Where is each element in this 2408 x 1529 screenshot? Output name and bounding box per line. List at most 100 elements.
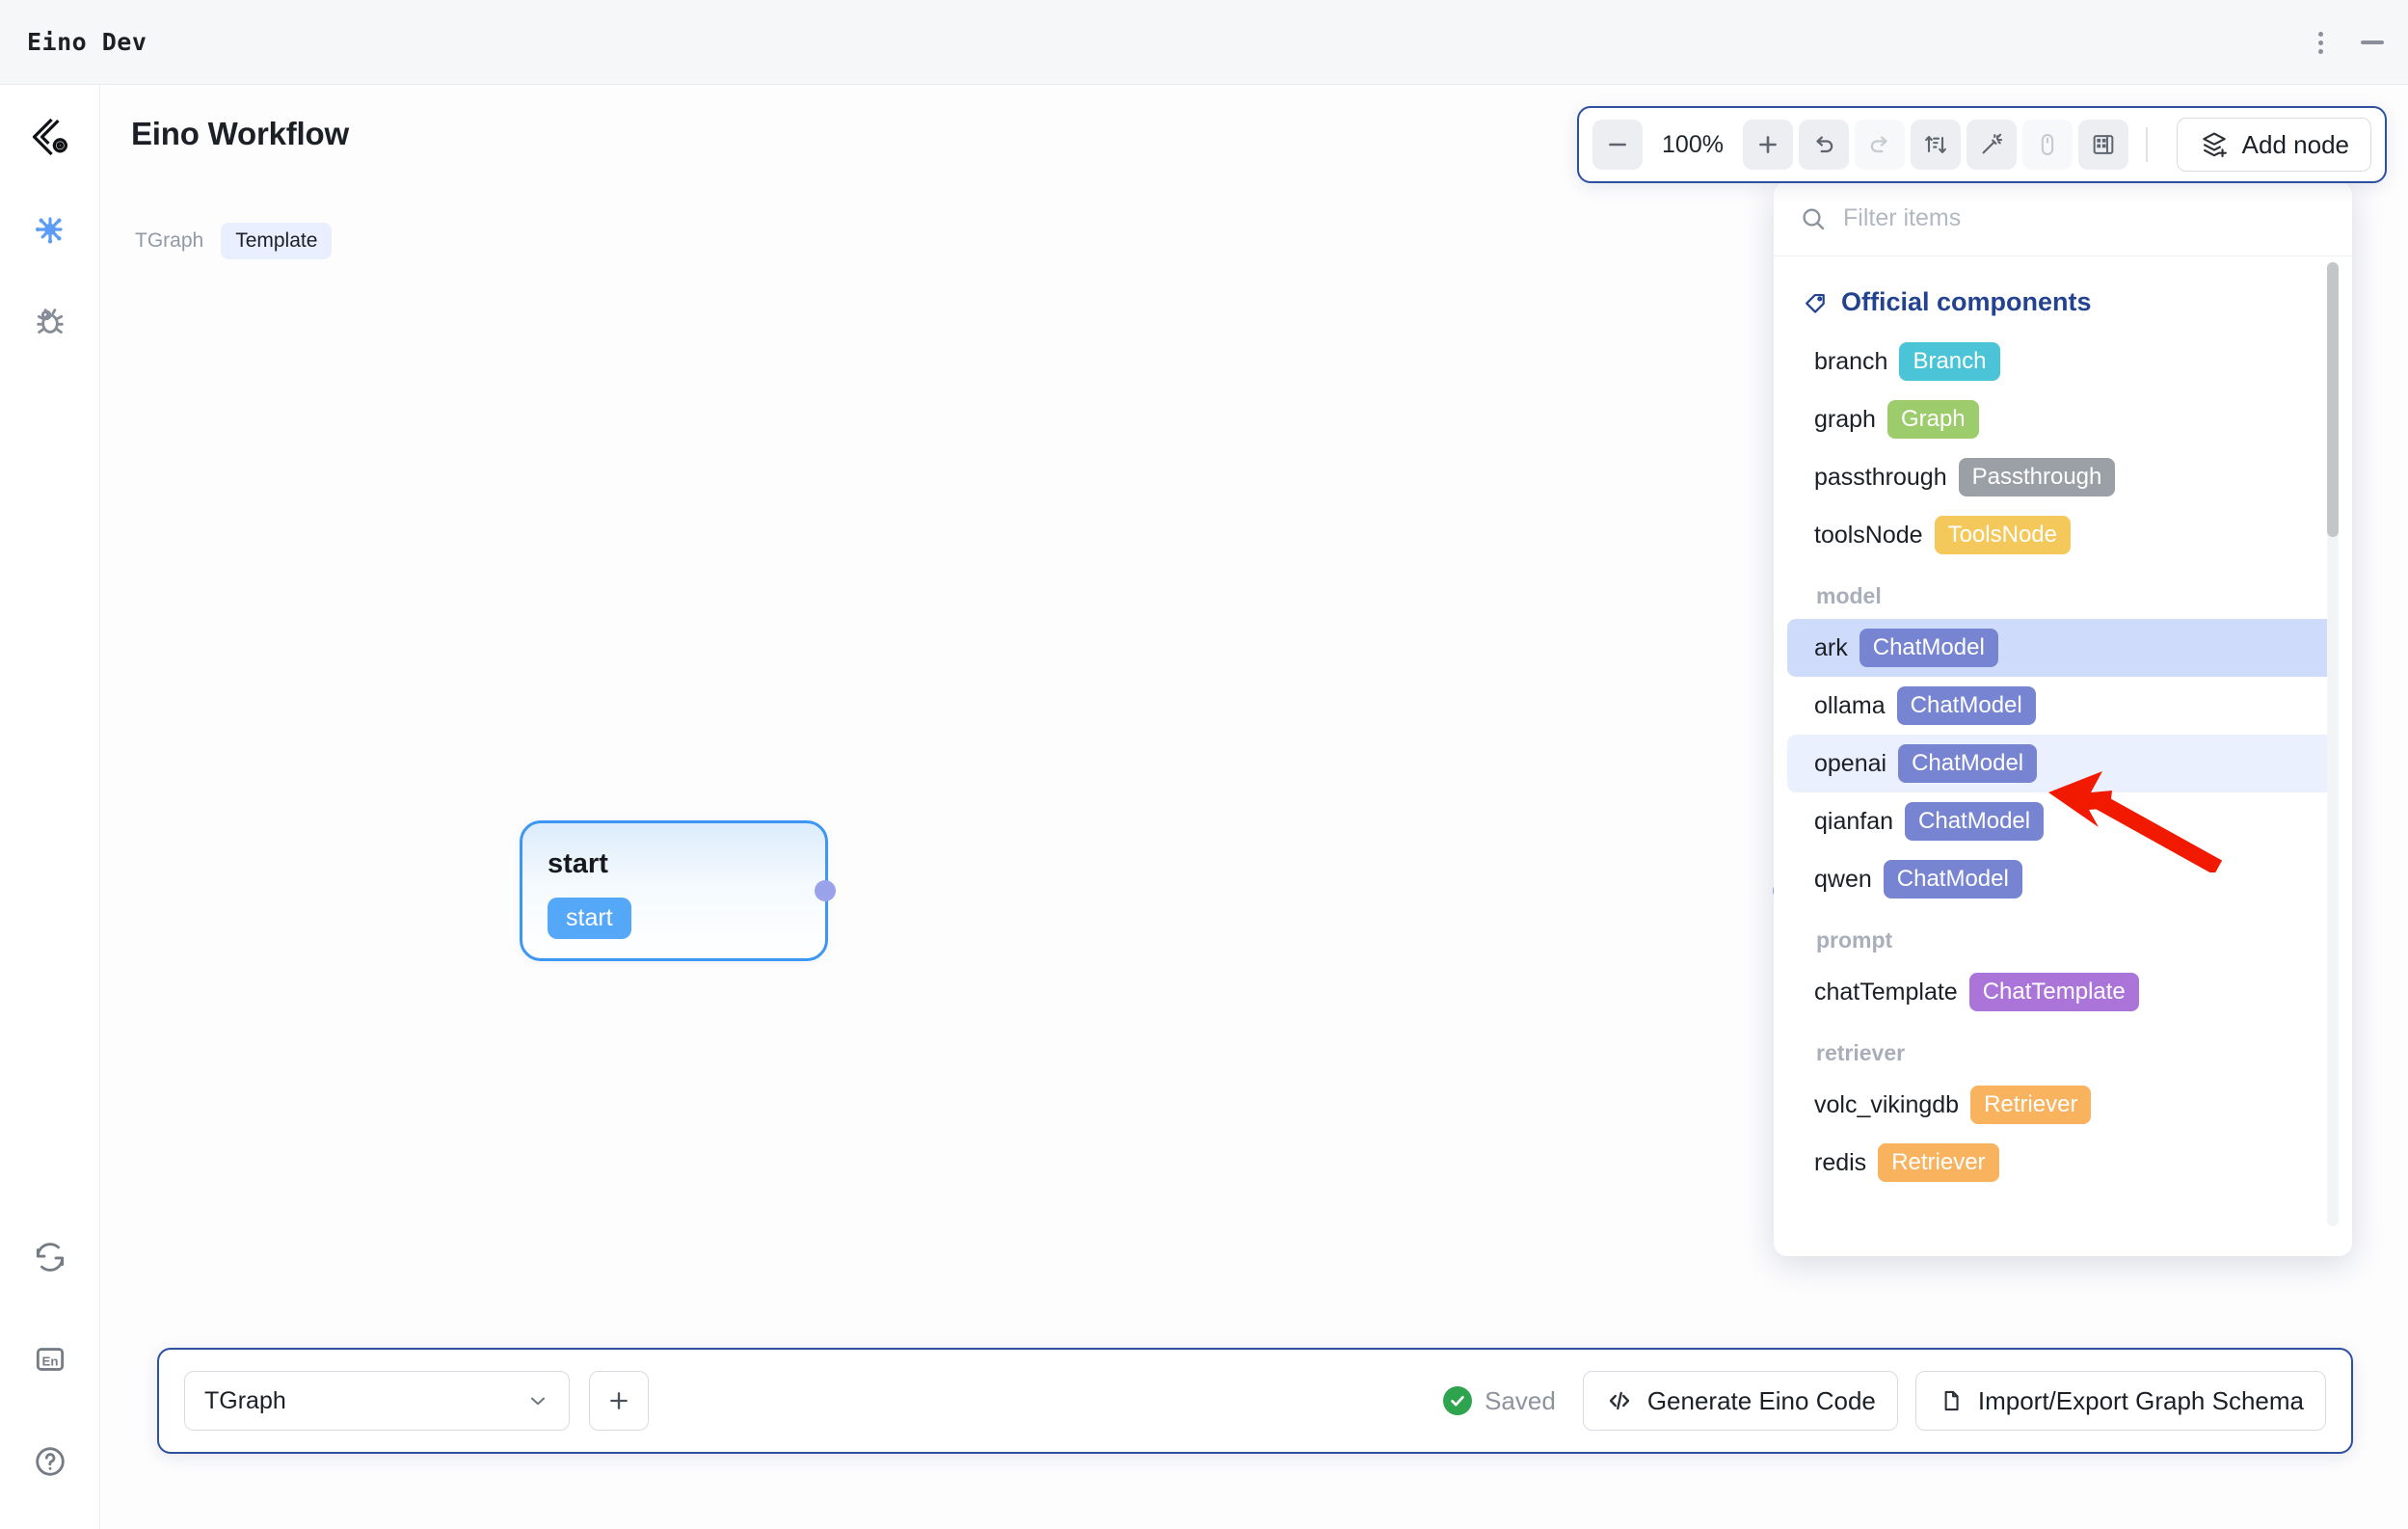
import-export-schema-button[interactable]: Import/Export Graph Schema: [1914, 1371, 2326, 1431]
component-item-badge: Retriever: [1878, 1143, 1999, 1182]
panel-scrollbar[interactable]: [2327, 262, 2339, 1226]
list-fade-overlay: [1774, 1204, 2352, 1256]
component-item-branch[interactable]: branch Branch: [1787, 333, 2339, 390]
generate-eino-code-label: Generate Eino Code: [1646, 1385, 1876, 1415]
component-item-name: toolsNode: [1814, 521, 1923, 549]
node-tag: start: [548, 898, 631, 939]
component-item-chatTemplate[interactable]: chatTemplate ChatTemplate: [1787, 963, 2339, 1021]
node-title: start: [548, 848, 608, 879]
zoom-in-button[interactable]: [1743, 120, 1793, 170]
sidebar-bottom-group: En: [25, 1232, 75, 1487]
toolbar-divider: [2146, 127, 2148, 162]
component-item-redis[interactable]: redis Retriever: [1787, 1134, 2339, 1192]
add-node-button[interactable]: Add node: [2176, 118, 2371, 172]
panel-search-row: [1774, 181, 2352, 256]
tag-icon: [1803, 289, 1830, 316]
group-header-prompt: prompt: [1816, 927, 1893, 952]
magic-wand-button[interactable]: [1967, 120, 2017, 170]
minimize-icon[interactable]: [2358, 32, 2387, 53]
page-title: Eino Workflow: [131, 116, 349, 151]
chevron-down-icon: [526, 1389, 549, 1412]
add-graph-button[interactable]: [589, 1371, 649, 1431]
breadcrumb-item-tgraph[interactable]: TGraph: [135, 229, 204, 252]
zoom-level[interactable]: 100%: [1662, 130, 1724, 158]
auto-layout-button[interactable]: [1911, 120, 1961, 170]
search-icon: [1799, 204, 1828, 233]
add-node-label: Add node: [2241, 129, 2349, 159]
component-item-badge: Passthrough: [1958, 458, 2116, 496]
section-header-official: Official components: [1774, 278, 2352, 333]
component-item-badge: Graph: [1886, 400, 1979, 439]
component-item-badge: ChatModel: [1883, 860, 2022, 899]
grid-layout-button[interactable]: [2078, 120, 2128, 170]
component-item-graph[interactable]: graph Graph: [1787, 390, 2339, 448]
component-item-volc_vikingdb[interactable]: volc_vikingdb Retriever: [1787, 1076, 2339, 1134]
search-input[interactable]: [1843, 204, 2327, 232]
bottom-bar-actions: Saved Generate Eino Code Import/Export G…: [1443, 1371, 2326, 1431]
component-item-name: redis: [1814, 1148, 1867, 1176]
svg-text:En: En: [41, 1354, 58, 1368]
sidebar-item-debug[interactable]: [25, 297, 75, 347]
component-item-name: ollama: [1814, 691, 1886, 719]
redo-button[interactable]: [1855, 120, 1905, 170]
sidebar-item-graph[interactable]: [25, 204, 75, 255]
group-header-model: model: [1816, 583, 1882, 608]
component-item-ark[interactable]: ark ChatModel: [1787, 619, 2339, 677]
status-label: Saved: [1485, 1385, 1556, 1415]
component-item-name: graph: [1814, 405, 1876, 433]
component-item-name: qwen: [1814, 865, 1872, 893]
status-badge: Saved: [1443, 1386, 1556, 1416]
kebab-menu-icon[interactable]: [2308, 28, 2333, 57]
component-item-name: volc_vikingdb: [1814, 1090, 1960, 1118]
app-title: Eino Dev: [27, 28, 147, 56]
add-layer-icon: [2199, 129, 2230, 160]
component-item-toolsNode[interactable]: toolsNode ToolsNode: [1787, 506, 2339, 564]
panel-scrollbar-thumb[interactable]: [2327, 262, 2339, 537]
component-item-ollama[interactable]: ollama ChatModel: [1787, 677, 2339, 735]
component-item-badge: ChatModel: [1859, 629, 1998, 667]
generate-eino-code-button[interactable]: Generate Eino Code: [1582, 1371, 1898, 1431]
sidebar-top-group: [25, 112, 75, 347]
component-item-name: qianfan: [1814, 807, 1894, 835]
bottom-bar: TGraph Saved Generate Eino Code: [157, 1348, 2353, 1454]
mouse-mode-button[interactable]: [2022, 120, 2073, 170]
component-item-name: branch: [1814, 347, 1888, 375]
section-header-label: Official components: [1841, 287, 2092, 316]
workflow-node-start[interactable]: start start: [520, 820, 836, 961]
component-item-passthrough[interactable]: passthrough Passthrough: [1787, 448, 2339, 506]
left-sidebar: En: [0, 85, 100, 1529]
component-item-qianfan[interactable]: qianfan ChatModel: [1787, 792, 2339, 850]
group-header-retriever: retriever: [1816, 1040, 1906, 1065]
component-item-badge: ChatModel: [1898, 744, 2038, 783]
graph-select-value: TGraph: [204, 1386, 286, 1414]
component-item-name: chatTemplate: [1814, 978, 1958, 1006]
node-handle-right[interactable]: [815, 880, 836, 901]
undo-button[interactable]: [1799, 120, 1849, 170]
component-item-qwen[interactable]: qwen ChatModel: [1787, 850, 2339, 908]
graph-select[interactable]: TGraph: [184, 1371, 570, 1431]
component-list[interactable]: Official components branch Branch graph Gra…: [1774, 256, 2352, 1256]
refresh-icon[interactable]: [25, 1232, 75, 1282]
code-icon: [1605, 1386, 1634, 1415]
zoom-out-button[interactable]: [1592, 120, 1643, 170]
component-item-name: ark: [1814, 633, 1848, 661]
canvas-toolbar: 100%: [1577, 106, 2387, 183]
app-logo-icon[interactable]: [25, 112, 75, 162]
component-item-badge: ChatTemplate: [1968, 973, 2139, 1011]
component-item-name: passthrough: [1814, 463, 1947, 491]
breadcrumb: TGraph Template: [131, 223, 333, 259]
component-item-badge: ToolsNode: [1934, 516, 2071, 554]
component-item-badge: ChatModel: [1896, 686, 2036, 725]
file-icon: [1938, 1387, 1965, 1414]
component-item-badge: Branch: [1899, 342, 2000, 381]
component-item-badge: ChatModel: [1905, 802, 2045, 841]
breadcrumb-item-template[interactable]: Template: [221, 223, 333, 259]
component-item-badge: Retriever: [1970, 1086, 2092, 1124]
component-picker-panel: Official components branch Branch graph Gra…: [1774, 181, 2352, 1256]
window-controls: [2308, 0, 2387, 85]
help-circle-icon[interactable]: [25, 1436, 75, 1487]
language-en-icon[interactable]: En: [25, 1334, 75, 1384]
window-titlebar: Eino Dev: [0, 0, 2408, 85]
import-export-schema-label: Import/Export Graph Schema: [1977, 1385, 2304, 1415]
